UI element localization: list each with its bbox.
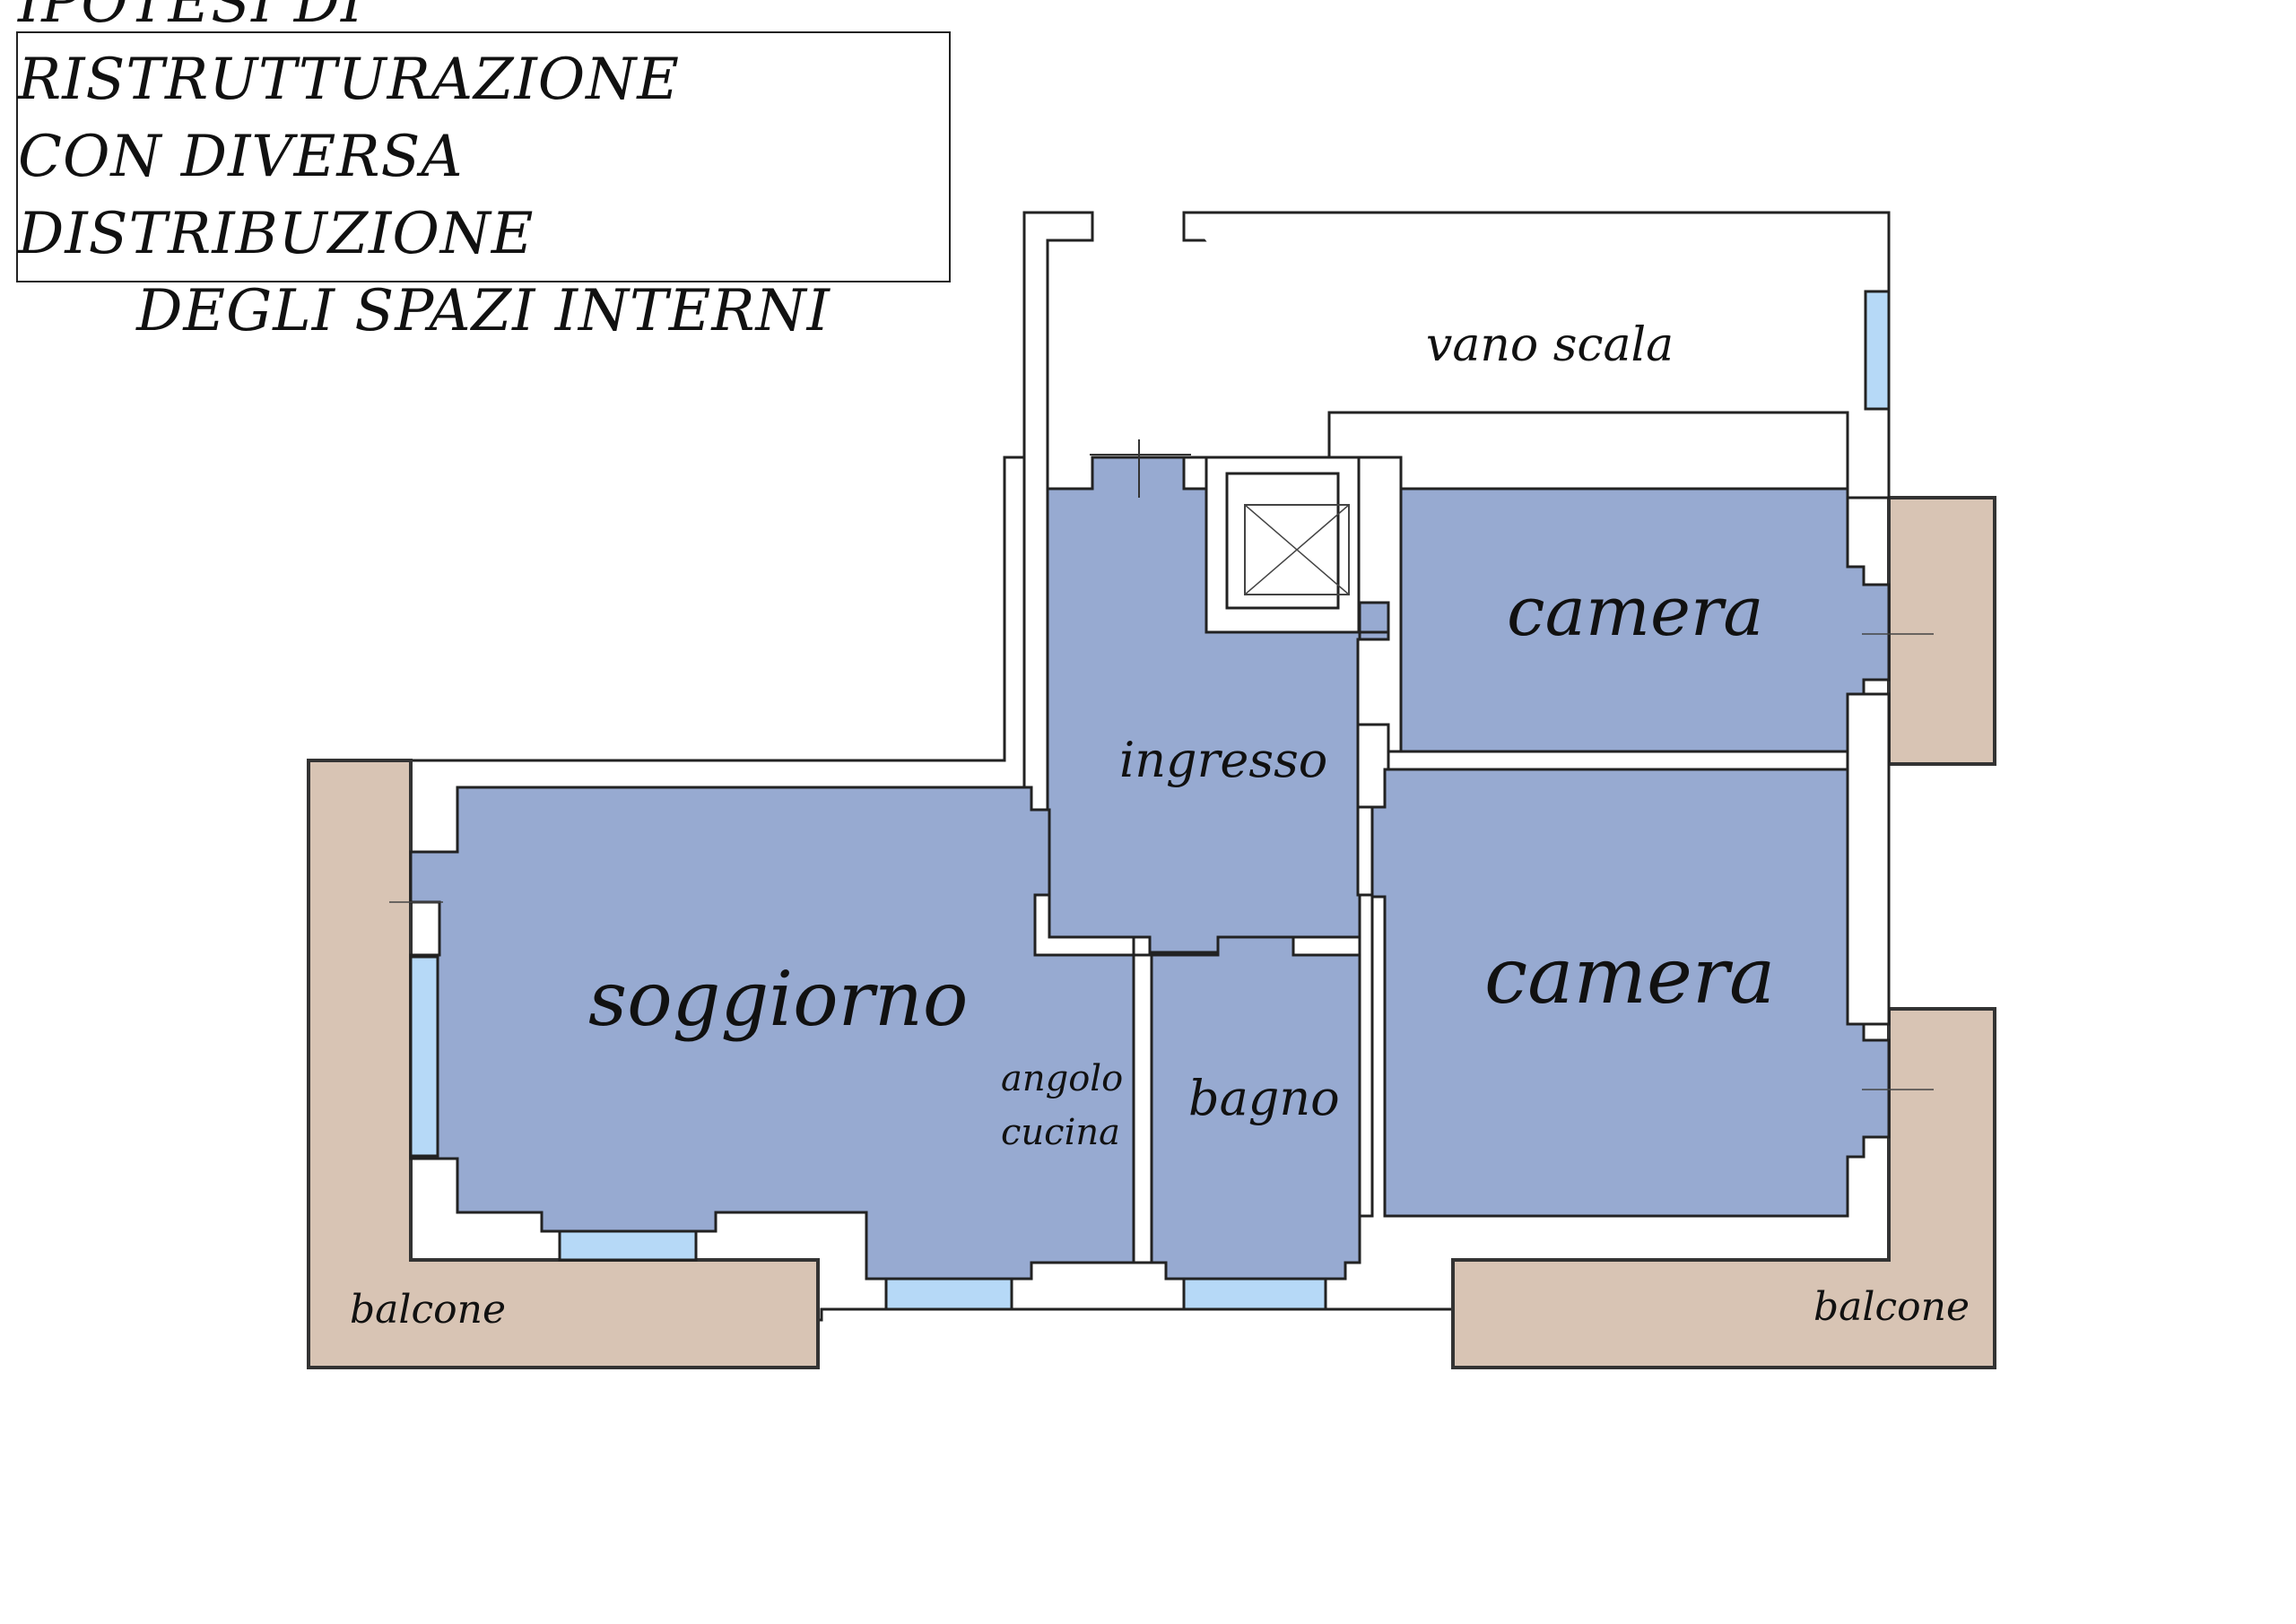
label-bagno: bagno: [1188, 1070, 1340, 1126]
window-bagno: [1182, 1277, 1327, 1311]
label-cucina: cucina: [1001, 1112, 1120, 1153]
label-balcone-left: balcone: [350, 1287, 506, 1333]
window-soggiorno-bottom: [558, 1229, 698, 1262]
room-bagno: [1150, 935, 1361, 1281]
balcony-right-top: [1887, 496, 1996, 766]
wall-elevator: [1182, 456, 1208, 491]
label-balcone-right: balcone: [1813, 1284, 1970, 1330]
balcony-right-bottom: [1451, 1007, 1996, 1369]
wall-bagno-left: [1132, 953, 1153, 1264]
wall-camera-split: [1387, 750, 1849, 771]
label-angolo: angolo: [1001, 1058, 1123, 1099]
label-ingresso: ingresso: [1119, 732, 1327, 788]
wall-bagno-door: [1292, 935, 1361, 957]
label-camera-bottom: camera: [1484, 932, 1775, 1021]
window-soggiorno-left: [409, 955, 439, 1158]
window-cucina: [884, 1277, 1013, 1311]
entrance-door-marker: [1090, 439, 1191, 498]
elevator-shaft-icon: [1205, 456, 1361, 634]
wall-partition-top: [1356, 723, 1390, 809]
wall-partition-cucina: [1033, 893, 1135, 957]
title-line-1: IPOTESI DI RISTRUTTURAZIONE: [18, 0, 680, 113]
title-box: IPOTESI DI RISTRUTTURAZIONE CON DIVERSA …: [16, 0, 951, 344]
label-camera-top: camera: [1507, 571, 1764, 651]
wall-right-column: [1846, 692, 1891, 1026]
label-soggiorno: soggiorno: [588, 955, 969, 1043]
window-stair: [1864, 290, 1891, 411]
wall-camera-divider: [1358, 893, 1374, 1218]
label-vano-scala: vano scala: [1426, 318, 1674, 372]
title-line-3: DEGLI SPAZI INTERNI: [136, 278, 831, 344]
title-line-2: CON DIVERSA DISTRIBUZIONE: [18, 124, 535, 267]
